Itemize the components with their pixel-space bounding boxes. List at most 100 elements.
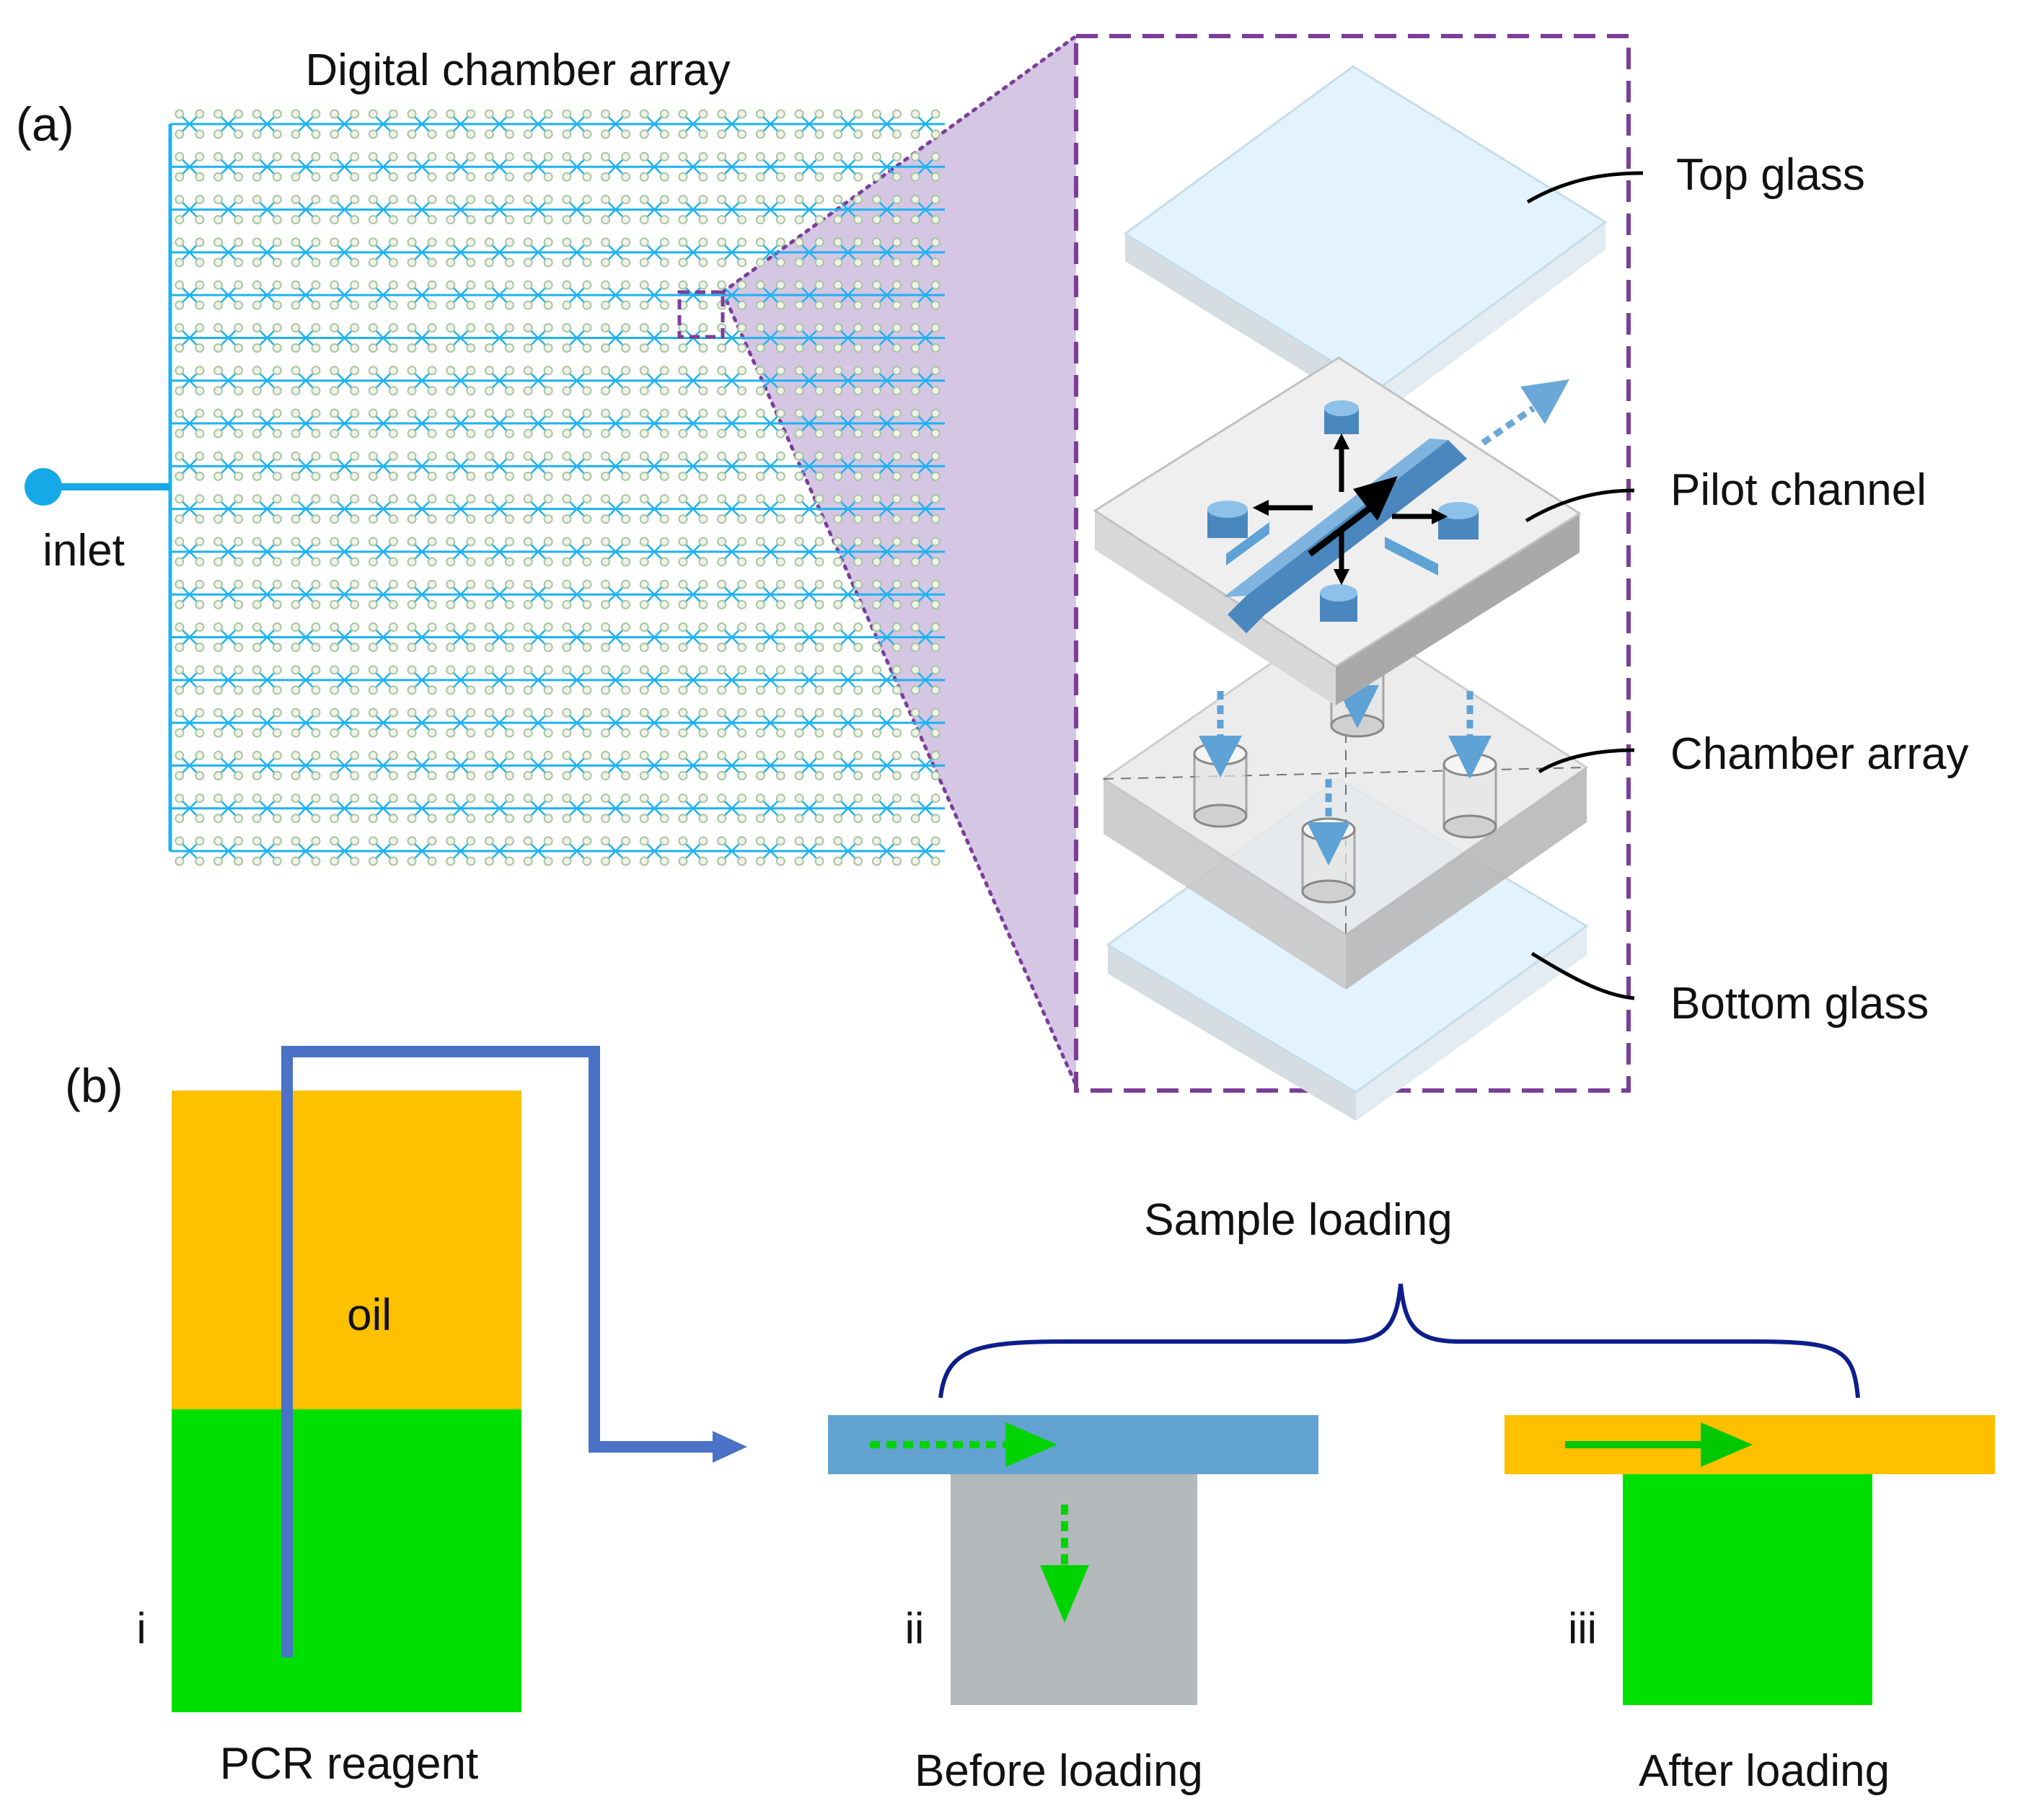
chamber-unit: [910, 836, 940, 866]
chamber-unit: [678, 750, 708, 780]
chamber-unit: [871, 494, 902, 524]
pilot-flow-arrows: [1252, 433, 1448, 586]
panel-a-label: (a): [16, 97, 74, 151]
chamber-unit: [794, 280, 824, 310]
chamber-unit: [446, 151, 476, 182]
chamber-unit: [833, 366, 863, 396]
top-glass-layer: [1123, 65, 1608, 417]
chamber-unit: [213, 750, 244, 780]
chamber-unit: [717, 151, 747, 182]
top-glass-leader: [1526, 171, 1644, 204]
chamber-unit: [523, 408, 553, 439]
chamber-unit: [446, 280, 476, 310]
chamber-unit: [871, 195, 902, 225]
chamber-unit: [484, 750, 514, 780]
chamber-unit: [678, 665, 708, 695]
chamber-unit: [175, 408, 205, 439]
chamber-unit: [910, 366, 940, 396]
chamber-unit: [368, 665, 398, 695]
pilot-post-left: [1207, 501, 1248, 538]
sample-loading-label: Sample loading: [1144, 1195, 1452, 1245]
chamber-unit: [910, 793, 940, 824]
chamber-unit: [213, 195, 244, 225]
chamber-unit: [407, 408, 437, 439]
zoom-line-top: [721, 34, 1078, 294]
chamber-unit: [291, 537, 321, 567]
chamber-unit: [717, 750, 747, 780]
chamber-unit: [562, 237, 592, 268]
chamber-unit: [562, 537, 592, 567]
chamber-unit: [407, 237, 437, 268]
chamber-unit: [252, 195, 282, 225]
chamber-unit: [368, 322, 398, 353]
chamber-unit: [484, 793, 514, 824]
chamber-unit: [717, 836, 747, 866]
chamber-unit: [213, 708, 244, 738]
chamber-unit: [755, 750, 785, 780]
chamber-unit: [213, 366, 244, 396]
chamber-unit: [523, 665, 553, 695]
chamber-unit: [291, 622, 321, 653]
chamber-unit: [717, 622, 747, 653]
chamber-unit: [562, 793, 592, 824]
chamber-unit: [562, 579, 592, 609]
chamber-unit: [833, 665, 863, 695]
chamber-unit: [523, 109, 553, 139]
chamber-unit: [175, 237, 205, 268]
chamber-unit: [330, 622, 360, 653]
chamber-unit: [484, 366, 514, 396]
chamber-unit: [407, 151, 437, 182]
chamber-unit: [291, 836, 321, 866]
chamber-unit: [523, 750, 553, 780]
chamber-unit: [291, 708, 321, 738]
chamber-unit: [871, 750, 902, 780]
chamber-unit: [871, 451, 902, 481]
chamber-unit: [175, 750, 205, 780]
chamber-unit: [639, 708, 669, 738]
chamber-unit: [639, 622, 669, 653]
chamber-unit: [407, 793, 437, 824]
chamber-unit: [601, 109, 631, 139]
chamber-unit: [833, 322, 863, 353]
chamber-unit: [794, 237, 824, 268]
chamber-unit: [601, 151, 631, 182]
chamber-unit: [213, 237, 244, 268]
chamber-unit: [833, 793, 863, 824]
chamber-unit: [407, 322, 437, 353]
chamber-unit: [368, 408, 398, 439]
chamber-unit: [407, 836, 437, 866]
chamber-unit: [446, 537, 476, 567]
chamber-unit: [446, 322, 476, 353]
chamber-unit: [678, 622, 708, 653]
chamber-unit: [446, 579, 476, 609]
chamber-unit: [755, 793, 785, 824]
chamber-unit: [717, 579, 747, 609]
chamber-unit: [562, 494, 592, 524]
chamber-unit: [871, 151, 902, 182]
after-loading-label: After loading: [1639, 1746, 1890, 1796]
chamber-unit: [523, 322, 553, 353]
chamber-unit: [639, 322, 669, 353]
chamber-unit: [523, 451, 553, 481]
chamber-unit: [871, 366, 902, 396]
chamber-unit: [639, 109, 669, 139]
chamber-unit: [252, 579, 282, 609]
chamber-unit: [601, 708, 631, 738]
chamber-unit: [368, 836, 398, 866]
chamber-unit: [639, 151, 669, 182]
chamber-array-label: Chamber array: [1670, 729, 1968, 779]
chamber-unit: [678, 451, 708, 481]
chamber-unit: [368, 451, 398, 481]
chamber-unit: [717, 195, 747, 225]
chamber-unit: [407, 537, 437, 567]
chamber-unit: [484, 280, 514, 310]
chamber-unit: [213, 579, 244, 609]
chamber-unit: [678, 408, 708, 439]
chamber-unit: [213, 622, 244, 653]
chamber-unit: [368, 280, 398, 310]
chamber-unit: [717, 708, 747, 738]
oil-layer: [172, 1091, 521, 1409]
chamber-unit: [252, 280, 282, 310]
chamber-unit: [252, 708, 282, 738]
chamber-unit: [252, 408, 282, 439]
